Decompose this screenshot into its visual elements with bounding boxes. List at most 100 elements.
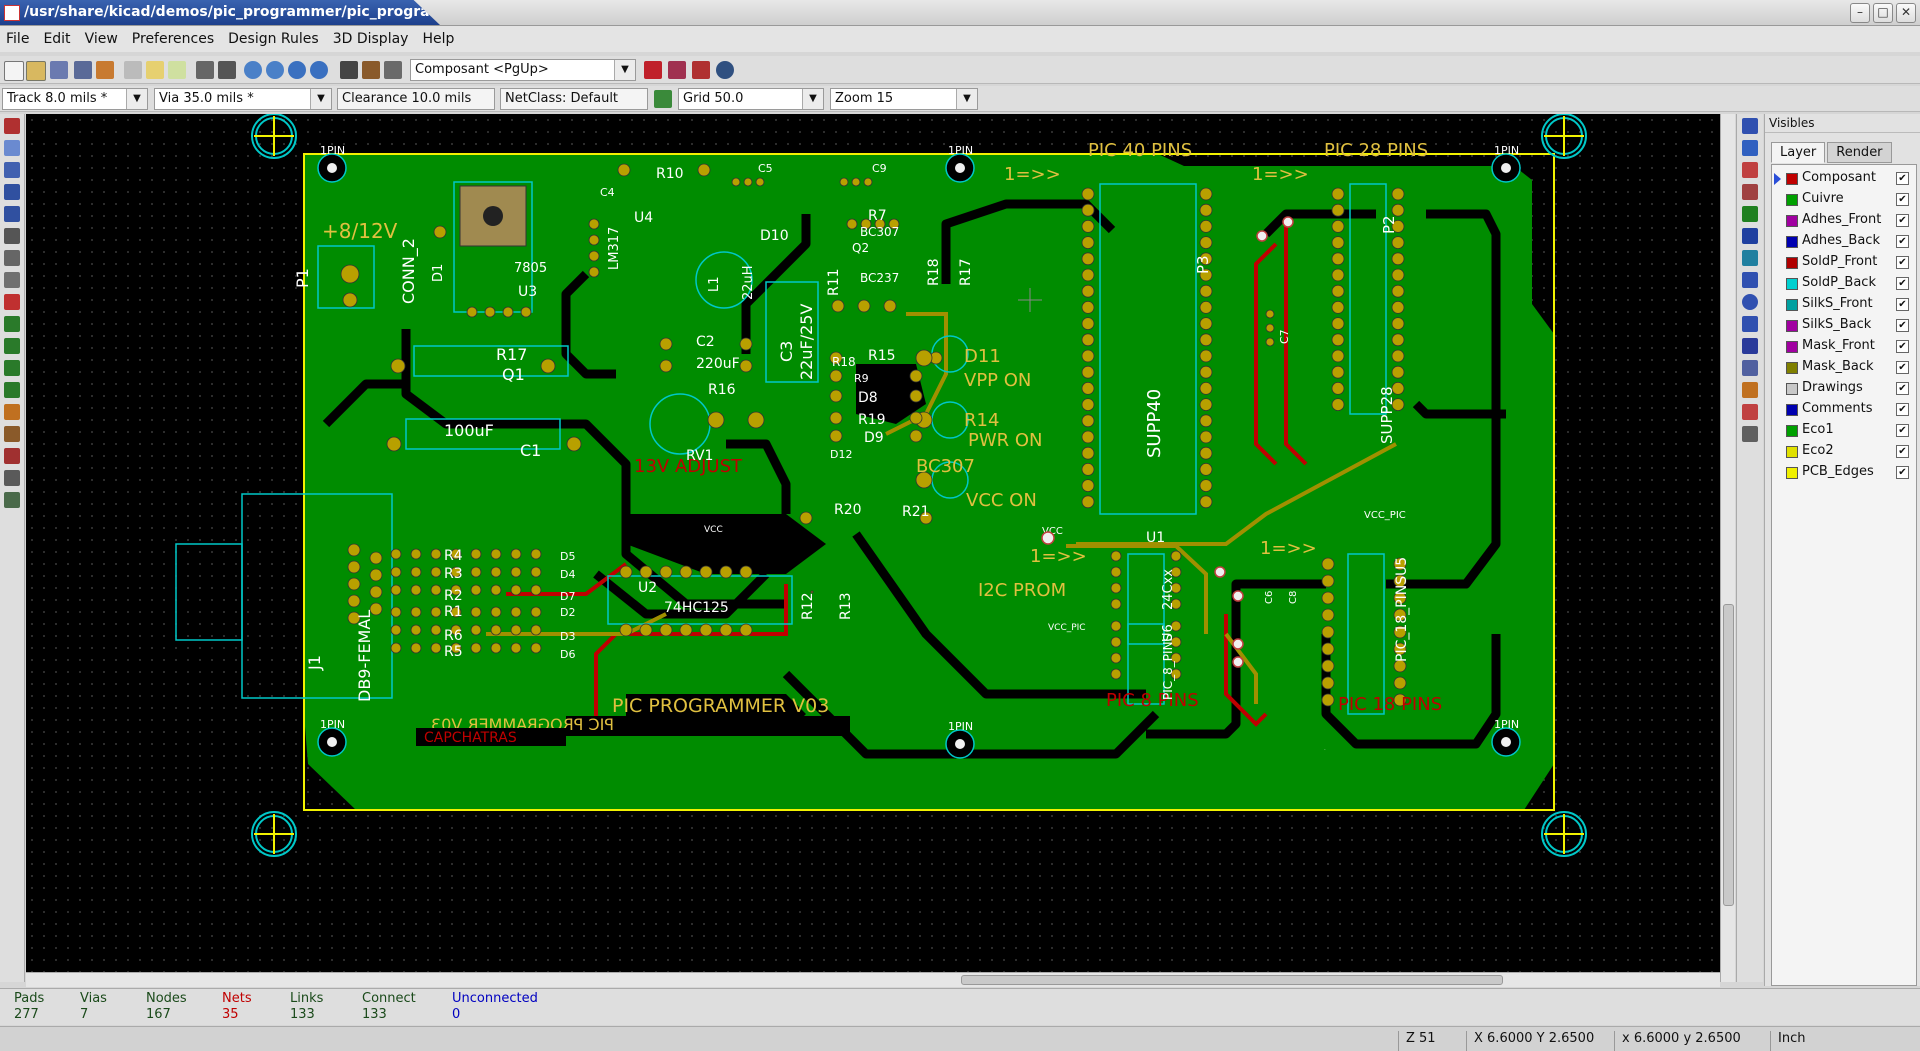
layer-row[interactable]: Composant✔ [1772,169,1916,189]
layer-color-swatch[interactable] [1786,278,1798,290]
menu-help[interactable]: Help [422,31,455,47]
grid-select[interactable]: Grid 50.0 ▼ [678,88,824,110]
save-icon[interactable] [50,61,68,79]
layer-visible-checkbox[interactable]: ✔ [1896,172,1909,185]
layer-color-swatch[interactable] [1786,299,1798,311]
layer-color-swatch[interactable] [1786,404,1798,416]
pad-sketch-icon[interactable] [4,360,20,376]
layer-color-swatch[interactable] [1786,341,1798,353]
via-size-select[interactable]: Via 35.0 mils * ▼ [154,88,332,110]
print-icon[interactable] [196,61,214,79]
layer-visible-checkbox[interactable]: ✔ [1896,424,1909,437]
layer-color-swatch[interactable] [1786,257,1798,269]
layer-row[interactable]: SoldP_Front✔ [1772,253,1916,273]
layer-color-swatch[interactable] [1786,362,1798,374]
maximize-button[interactable]: □ [1873,3,1893,23]
menu-file[interactable]: File [6,31,30,47]
via-sketch-icon[interactable] [4,382,20,398]
layer-row[interactable]: Eco1✔ [1772,421,1916,441]
undo-icon[interactable] [146,61,164,79]
delete-icon[interactable] [1742,404,1758,420]
zone-fill-icon[interactable] [4,316,20,332]
polar-coords-icon[interactable] [4,162,20,178]
close-button[interactable]: ✕ [1896,3,1916,23]
layer-pair-icon[interactable] [644,61,662,79]
menu-3d-display[interactable]: 3D Display [332,31,409,47]
layer-row[interactable]: Drawings✔ [1772,379,1916,399]
layer-visible-checkbox[interactable]: ✔ [1896,277,1909,290]
add-dimension-icon[interactable] [1742,360,1758,376]
microwave-icon[interactable] [4,448,20,464]
menu-design-rules[interactable]: Design Rules [228,31,319,47]
add-via-icon[interactable] [1742,228,1758,244]
layer-color-swatch[interactable] [1786,425,1798,437]
layer-row[interactable]: Mask_Front✔ [1772,337,1916,357]
layer-row[interactable]: SilkS_Front✔ [1772,295,1916,315]
netlist-icon[interactable] [362,61,380,79]
layer-visible-checkbox[interactable]: ✔ [1896,382,1909,395]
layer-row[interactable]: Mask_Back✔ [1772,358,1916,378]
layer-visible-checkbox[interactable]: ✔ [1896,340,1909,353]
layer-visible-checkbox[interactable]: ✔ [1896,361,1909,374]
find-icon[interactable] [340,61,358,79]
high-contrast-icon[interactable] [4,426,20,442]
add-circle-icon[interactable] [1742,294,1758,310]
new-board-icon[interactable] [4,61,24,81]
open-folder-icon[interactable] [26,61,46,81]
layer-visible-checkbox[interactable]: ✔ [1896,319,1909,332]
redo-icon[interactable] [168,61,186,79]
tab-layer[interactable]: Layer [1771,142,1826,163]
footprint-editor-icon[interactable] [668,61,686,79]
layer-visible-checkbox[interactable]: ✔ [1896,298,1909,311]
select-arrow-icon[interactable] [1742,118,1758,134]
layer-color-swatch[interactable] [1786,467,1798,479]
layer-color-swatch[interactable] [1786,173,1798,185]
layer-visible-checkbox[interactable]: ✔ [1896,235,1909,248]
zoom-out-icon[interactable] [266,61,284,79]
layer-visible-checkbox[interactable]: ✔ [1896,466,1909,479]
module-ratsnest-icon[interactable] [4,272,20,288]
tab-render[interactable]: Render [1827,142,1892,163]
layer-color-swatch[interactable] [1786,236,1798,248]
drc-icon[interactable] [384,61,402,79]
zoom-redraw-icon[interactable] [288,61,306,79]
layer-visible-checkbox[interactable]: ✔ [1896,256,1909,269]
vertical-scrollbar[interactable] [1720,114,1735,982]
zoom-select[interactable]: Zoom 15 ▼ [830,88,978,110]
add-module-icon[interactable] [1742,184,1758,200]
layer-row[interactable]: PCB_Edges✔ [1772,463,1916,483]
grid-toggle-icon[interactable] [4,140,20,156]
layer-row[interactable]: SoldP_Back✔ [1772,274,1916,294]
cut-icon[interactable] [124,61,142,79]
layer-color-swatch[interactable] [1786,320,1798,332]
auto-track-width-icon[interactable] [654,90,672,108]
add-zone-icon[interactable] [1742,250,1758,266]
layer-row[interactable]: SilkS_Back✔ [1772,316,1916,336]
menu-preferences[interactable]: Preferences [131,31,215,47]
save-as-icon[interactable] [74,61,92,79]
add-line-icon[interactable] [1742,272,1758,288]
menu-edit[interactable]: Edit [43,31,71,47]
ratsnest-icon[interactable] [4,250,20,266]
layer-row[interactable]: Adhes_Front✔ [1772,211,1916,231]
menu-view[interactable]: View [84,31,118,47]
track-width-select[interactable]: Track 8.0 mils * ▼ [2,88,148,110]
cursor-shape-icon[interactable] [4,228,20,244]
set-origin-icon[interactable] [1742,426,1758,442]
layer-row[interactable]: Comments✔ [1772,400,1916,420]
highlight-net-icon[interactable] [1742,140,1758,156]
vertical-scroll-thumb[interactable] [1723,604,1734,906]
add-text-icon[interactable] [1742,338,1758,354]
layer-color-swatch[interactable] [1786,446,1798,458]
layer-select[interactable]: Composant <PgUp> ▼ [410,59,636,81]
horizontal-scroll-thumb[interactable] [961,975,1503,985]
layers-manager-icon[interactable] [4,470,20,486]
layer-visible-checkbox[interactable]: ✔ [1896,445,1909,458]
horizontal-scrollbar[interactable] [26,972,1720,987]
local-ratsnest-icon[interactable] [1742,162,1758,178]
add-arc-icon[interactable] [1742,316,1758,332]
units-mm-icon[interactable] [4,206,20,222]
plot-icon[interactable] [218,61,236,79]
auto-delete-track-icon[interactable] [4,294,20,310]
toolbar-toggle-icon[interactable] [4,492,20,508]
